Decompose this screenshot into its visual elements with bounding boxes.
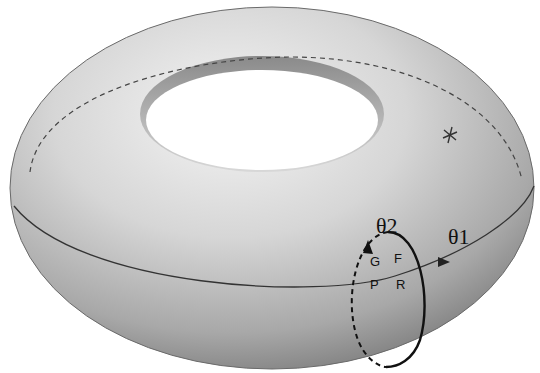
angle-label: θ1 bbox=[448, 226, 470, 248]
angle-label: θ2 bbox=[376, 215, 398, 237]
point-label: R bbox=[396, 278, 405, 291]
point-label: F bbox=[394, 252, 402, 265]
point-label: P bbox=[370, 278, 379, 291]
point-label: G bbox=[370, 255, 380, 268]
